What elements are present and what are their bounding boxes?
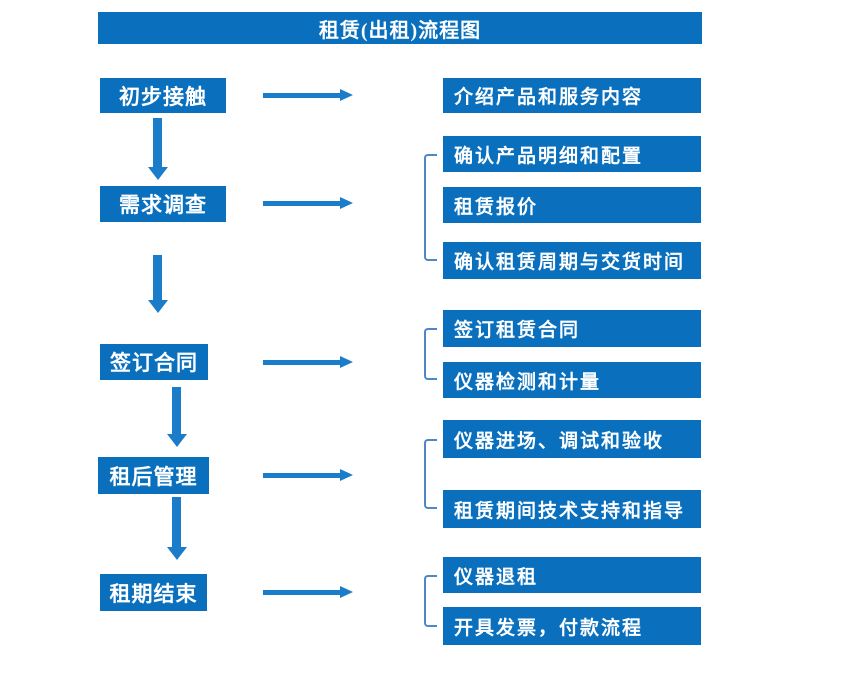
output-box-tech-support: 租赁期间技术支持和指导 [443,490,701,528]
output-box-rental-quote: 租赁报价 [443,187,701,223]
title-bar: 租赁(出租)流程图 [98,12,702,44]
right-arrow-head [340,89,353,101]
step-box-rental-end: 租期结束 [100,574,207,611]
output-box-instrument-return: 仪器退租 [443,557,701,593]
bracket-group-3 [424,328,437,380]
bracket-group-2 [424,154,437,261]
right-arrow-head [340,469,353,481]
step-box-sign-contract: 签订合同 [100,344,208,380]
down-arrow-3 [167,387,187,447]
bracket-group-4 [424,439,437,509]
down-arrow-head [148,300,168,313]
output-box-sign-rental-contract: 签订租赁合同 [443,310,701,347]
right-arrow-shaft [263,93,342,98]
right-arrow-shaft [263,590,342,595]
right-arrow-3 [263,356,353,368]
right-arrow-shaft [263,360,342,365]
right-arrow-2 [263,197,353,209]
down-arrow-1 [148,118,168,180]
step-box-demand-survey: 需求调查 [100,186,226,222]
down-arrow-4 [167,497,187,560]
output-box-confirm-details: 确认产品明细和配置 [443,136,701,172]
down-arrow-head [148,167,168,180]
down-arrow-head [167,434,187,447]
down-arrow-shaft [172,387,181,435]
output-box-introduce-products: 介绍产品和服务内容 [443,78,701,113]
down-arrow-head [167,547,187,560]
right-arrow-shaft [263,201,342,206]
down-arrow-shaft [172,497,181,548]
output-box-confirm-period-delivery: 确认租赁周期与交货时间 [443,242,701,279]
right-arrow-head [340,586,353,598]
output-box-instrument-setup-acceptance: 仪器进场、调试和验收 [443,420,701,458]
down-arrow-shaft [153,255,162,301]
right-arrow-5 [263,586,353,598]
page-title: 租赁(出租)流程图 [318,19,482,42]
right-arrow-head [340,356,353,368]
right-arrow-1 [263,89,353,101]
right-arrow-4 [263,469,353,481]
step-box-post-rental-management: 租后管理 [98,457,209,494]
right-arrow-head [340,197,353,209]
right-arrow-shaft [263,473,342,478]
down-arrow-shaft [153,118,162,168]
down-arrow-2 [148,255,168,313]
step-box-initial-contact: 初步接触 [100,78,226,113]
bracket-group-5 [424,575,437,627]
output-box-instrument-testing: 仪器检测和计量 [443,362,701,398]
output-box-invoice-payment: 开具发票，付款流程 [443,607,701,645]
